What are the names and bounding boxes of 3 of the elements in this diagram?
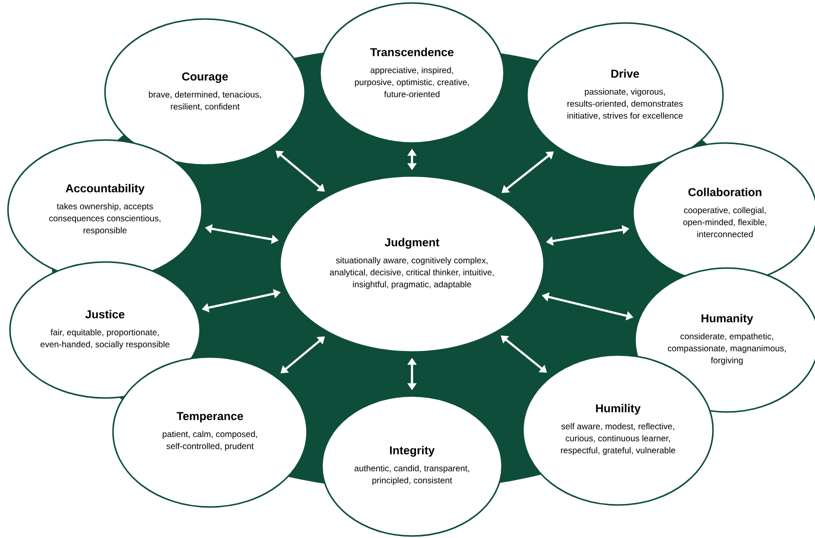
node-label: Collaboration [688,188,762,196]
node-label: Humanity [702,314,754,325]
node-label: cooperative, collegial, open-minded, flexible, interconnected [683,206,766,238]
